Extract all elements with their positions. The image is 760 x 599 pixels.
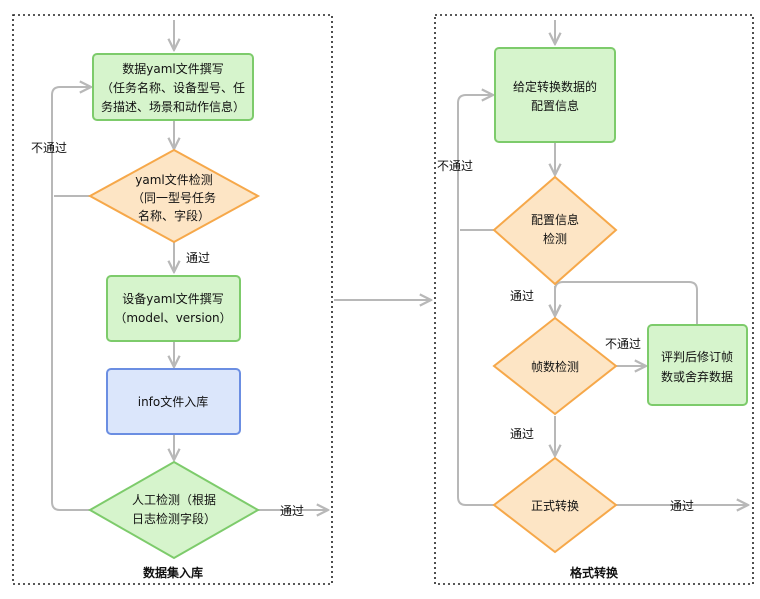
yaml-check-line-3: 名称、字段）: [138, 208, 210, 223]
right-panel-frame: [434, 14, 754, 585]
manual-check-line-2: 日志检测字段）: [132, 511, 216, 526]
yaml-write-line-1: 数据yaml文件撰写: [122, 61, 223, 76]
device-write-box: [106, 275, 241, 342]
config-info-box: [494, 47, 616, 143]
formal-convert-label: 正式转换: [531, 498, 579, 513]
right-pass-label-3: 通过: [670, 499, 694, 513]
config-info-line-2: 配置信息: [531, 98, 579, 113]
device-write-line-1: 设备yaml文件撰写: [122, 291, 223, 306]
yaml-write-box: [92, 53, 254, 121]
right-pass-label-1: 通过: [510, 289, 534, 303]
right-fail-label-1: 不通过: [437, 159, 473, 173]
frame-check-diamond: [492, 316, 618, 416]
config-check-diamond: [492, 175, 618, 286]
left-panel-frame: [12, 14, 333, 585]
config-info-line-1: 给定转换数据的: [513, 79, 597, 94]
yaml-check-diamond: [87, 148, 261, 244]
info-store-box: [106, 368, 241, 435]
fail-loop-left: [51, 87, 91, 511]
fail-loop-right: [457, 95, 494, 506]
frame-check-label: 帧数检测: [531, 359, 579, 374]
revise-line-1: 评判后修订帧: [661, 349, 733, 364]
yaml-write-line-3: 务描述、场景和动作信息）: [101, 99, 245, 114]
right-fail-label-2: 不通过: [605, 337, 641, 351]
config-check-line-2: 检测: [543, 231, 567, 246]
formal-convert-diamond: [492, 456, 618, 554]
yaml-check-line-1: yaml文件检测: [135, 172, 212, 187]
yaml-write-line-2: （任务名称、设备型号、任: [101, 80, 245, 95]
config-check-line-1: 配置信息: [531, 212, 579, 227]
manual-check-diamond: [87, 460, 261, 560]
yaml-check-line-2: （同一型号任务: [132, 190, 216, 205]
revise-line-2: 数或舍弃数据: [661, 369, 733, 384]
info-store-label: info文件入库: [138, 394, 209, 409]
right-panel-title: 格式转换: [570, 565, 619, 580]
arrow-revise-back: [555, 281, 698, 324]
revise-box: [647, 324, 748, 406]
left-pass-label-1: 通过: [186, 251, 210, 265]
device-write-line-2: （model、version）: [114, 311, 231, 325]
manual-check-line-1: 人工检测（根据: [132, 492, 216, 507]
right-pass-label-2: 通过: [510, 427, 534, 441]
left-fail-label: 不通过: [31, 141, 67, 155]
left-pass-label-2: 通过: [280, 504, 304, 518]
left-panel-title: 数据集入库: [143, 565, 203, 580]
